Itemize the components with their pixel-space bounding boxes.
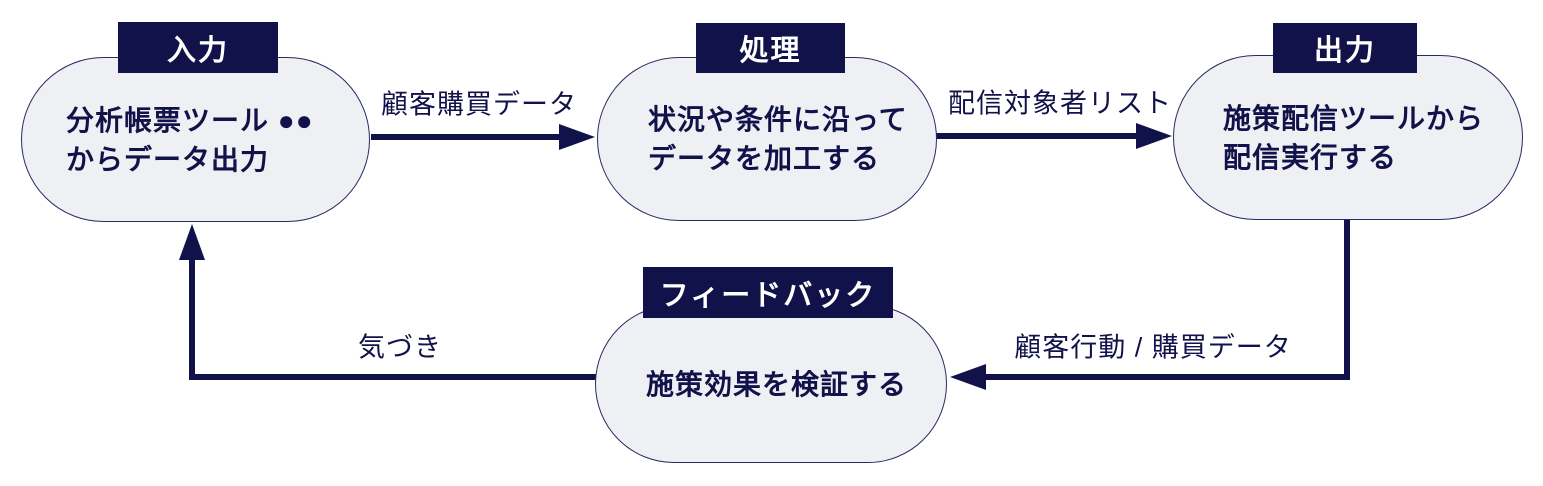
node-process-text: 状況や条件に沿って データを加工する	[648, 104, 908, 174]
node-output: 施策配信ツールから 配信実行する	[1173, 55, 1523, 220]
arrowhead-input-to-process	[559, 124, 595, 150]
node-output-tag: 出力	[1273, 23, 1417, 73]
node-input-tag: 入力	[118, 22, 278, 73]
node-process: 状況や条件に沿って データを加工する	[597, 57, 937, 221]
node-feedback-tag: フィードバック	[643, 267, 893, 318]
node-output-text: 施策配信ツールから 配信実行する	[1223, 102, 1485, 173]
arrowhead-feedback-to-input	[179, 224, 205, 260]
node-input: 分析帳票ツール ●● からデータ出力	[21, 57, 370, 222]
node-feedback: 施策効果を検証する	[595, 305, 947, 463]
edge-label-customer-behavior-purchase-data: 顧客行動 / 購買データ	[1014, 332, 1292, 363]
edge-label-customer-purchase-data: 顧客購買データ	[381, 89, 577, 120]
arrowhead-process-to-output	[1136, 123, 1172, 149]
edge-label-delivery-target-list: 配信対象者リスト	[948, 88, 1172, 119]
node-feedback-text: 施策効果を検証する	[646, 368, 908, 400]
arrowhead-output-to-feedback	[950, 364, 986, 390]
node-input-text: 分析帳票ツール ●● からデータ出力	[66, 104, 314, 175]
node-process-tag: 処理	[696, 23, 845, 73]
edge-label-insights: 気づき	[358, 332, 442, 363]
